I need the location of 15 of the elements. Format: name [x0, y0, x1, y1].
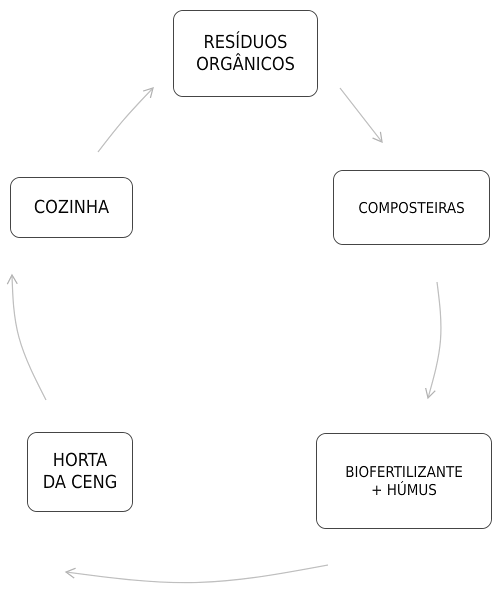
process-box: [333, 170, 490, 245]
arrow: [6, 274, 47, 400]
arrow: [65, 564, 328, 584]
process-box: [10, 177, 133, 238]
arrow: [97, 87, 154, 152]
node-label: COZINHA: [34, 196, 110, 218]
arrow: [425, 282, 442, 399]
process-box: [173, 10, 318, 97]
node-label: COMPOSTEIRAS: [358, 198, 465, 216]
node-label: RESÍDUOS ORGÂNICOS: [195, 32, 296, 76]
node-label: BIOFERTILIZANTE + HÚMUS: [344, 463, 464, 499]
arrow: [339, 88, 383, 143]
node-label: HORTA DA CENG: [42, 450, 118, 494]
process-box: [27, 432, 133, 512]
process-box: [316, 433, 492, 529]
